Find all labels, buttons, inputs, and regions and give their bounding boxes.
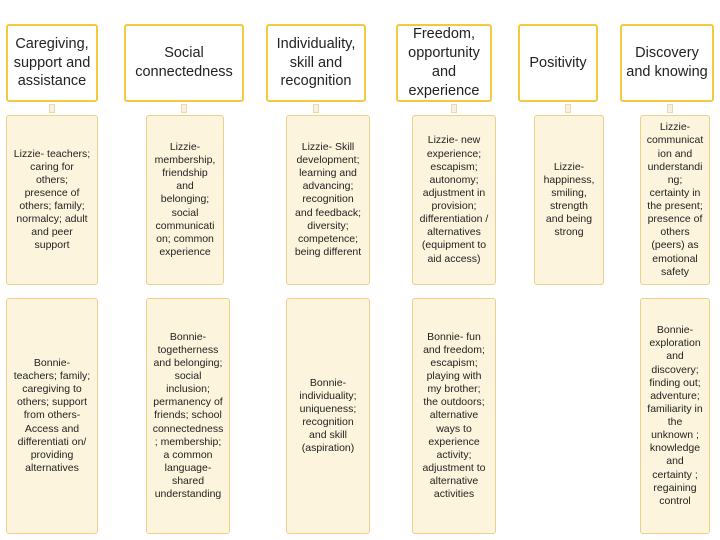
header-social: Social connectedness bbox=[124, 24, 244, 102]
cell-freedom-bonnie: Bonnie- fun and freedom; escapism; playi… bbox=[412, 298, 496, 534]
cell-caregiving-bonnie: Bonnie- teachers; family; caregiving to … bbox=[6, 298, 98, 534]
cell-individuality-bonnie: Bonnie- individuality; uniqueness; recog… bbox=[286, 298, 370, 534]
connector bbox=[565, 104, 571, 113]
connector bbox=[451, 104, 457, 113]
connector bbox=[313, 104, 319, 113]
cell-discovery-bonnie: Bonnie- exploration and discovery; findi… bbox=[640, 298, 710, 534]
cell-freedom-lizzie: Lizzie- new experience; escapism; autono… bbox=[412, 115, 496, 285]
cell-discovery-lizzie: Lizzie- communicat ion and understandi n… bbox=[640, 115, 710, 285]
header-freedom: Freedom, opportunity and experience bbox=[396, 24, 492, 102]
connector bbox=[181, 104, 187, 113]
header-caregiving: Caregiving, support and assistance bbox=[6, 24, 98, 102]
cell-individuality-lizzie: Lizzie- Skill development; learning and … bbox=[286, 115, 370, 285]
header-discovery: Discovery and knowing bbox=[620, 24, 714, 102]
cell-social-lizzie: Lizzie- membership, friendship and belon… bbox=[146, 115, 224, 285]
connector bbox=[667, 104, 673, 113]
header-positivity: Positivity bbox=[518, 24, 598, 102]
cell-caregiving-lizzie: Lizzie- teachers; caring for others; pre… bbox=[6, 115, 98, 285]
header-individuality: Individuality, skill and recognition bbox=[266, 24, 366, 102]
connector bbox=[49, 104, 55, 113]
cell-positivity-lizzie: Lizzie- happiness, smiling, strength and… bbox=[534, 115, 604, 285]
cell-social-bonnie: Bonnie- togetherness and belonging; soci… bbox=[146, 298, 230, 534]
